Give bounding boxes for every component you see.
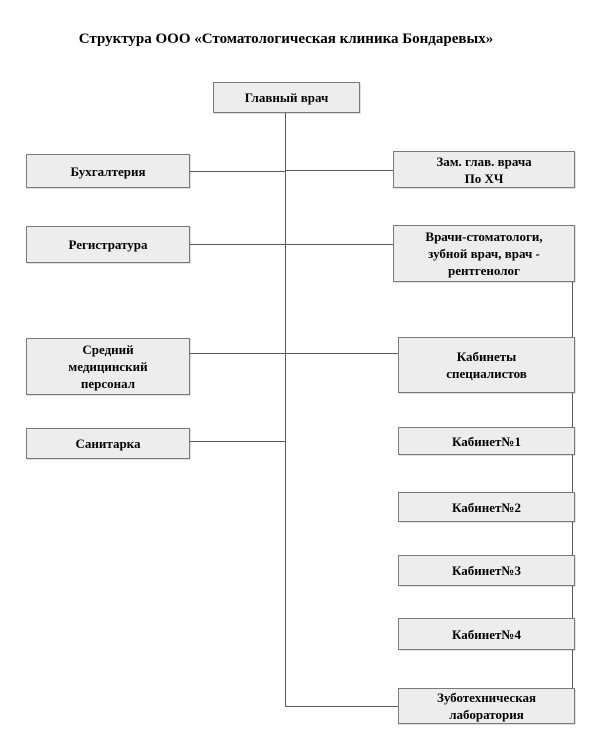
connector-orderly <box>190 441 285 442</box>
node-dentists: Врачи-стоматологи, зубной врач, врач - р… <box>393 225 575 282</box>
connector-room2-room3 <box>572 522 573 555</box>
connector-dental-lab <box>285 706 398 707</box>
connector-room4-lab <box>572 650 573 688</box>
connector-dentists-specrooms <box>572 282 573 337</box>
connector-room1-room2 <box>572 455 573 492</box>
node-room-3: Кабинет№3 <box>398 555 575 586</box>
connector-accounting <box>190 171 285 172</box>
node-accounting: Бухгалтерия <box>26 154 190 188</box>
node-mid-medical-staff: Средний медицинский персонал <box>26 338 190 395</box>
node-chief-doctor: Главный врач <box>213 82 360 113</box>
connector-midstaff-specialists <box>190 353 398 354</box>
connector-room3-room4 <box>572 586 573 618</box>
connector-registry-dentists <box>190 244 393 245</box>
connector-specrooms-room1 <box>572 393 573 427</box>
node-room-1: Кабинет№1 <box>398 427 575 455</box>
node-dental-lab: Зуботехническая лаборатория <box>398 688 575 724</box>
connector-deputy-chief <box>285 170 393 171</box>
connector-main-vertical <box>285 113 286 706</box>
page-title: Структура ООО «Стоматологическая клиника… <box>78 31 494 47</box>
node-registry: Регистратура <box>26 226 190 263</box>
node-room-4: Кабинет№4 <box>398 618 575 650</box>
node-orderly: Санитарка <box>26 428 190 459</box>
node-room-2: Кабинет№2 <box>398 492 575 522</box>
node-deputy-chief: Зам. глав. врача По ХЧ <box>393 151 575 188</box>
node-specialist-rooms: Кабинеты специалистов <box>398 337 575 393</box>
